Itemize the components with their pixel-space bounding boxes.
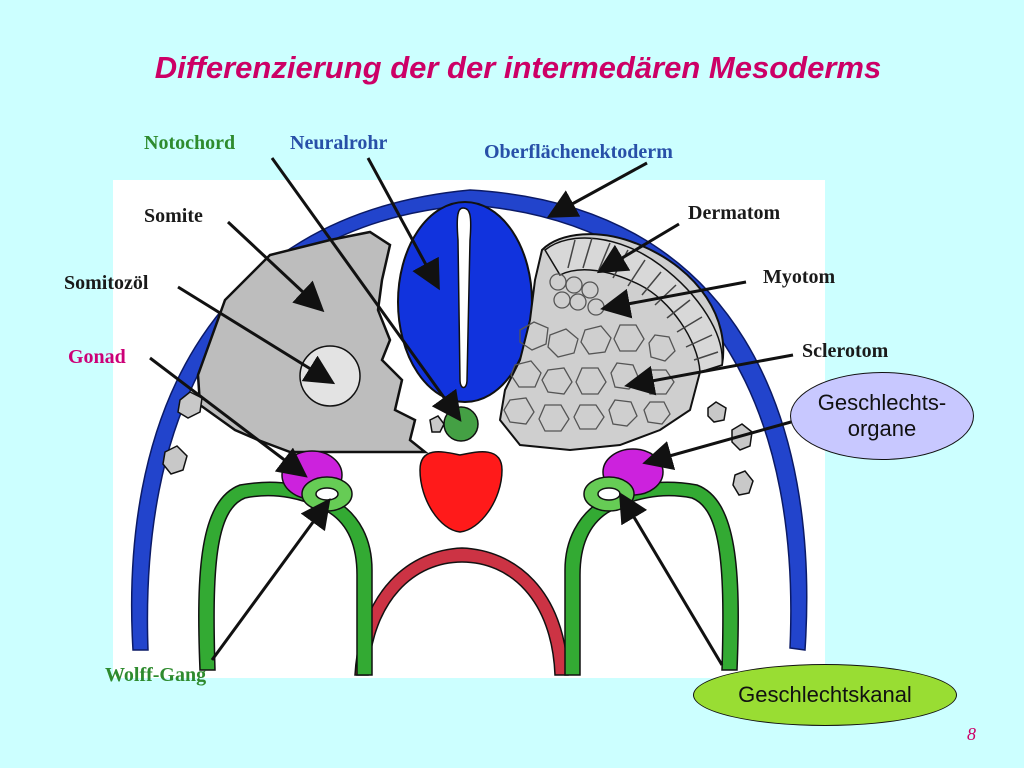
label-dermatom: Dermatom bbox=[688, 202, 781, 224]
leader-lines bbox=[149, 157, 794, 666]
arrow-sclerotom bbox=[624, 353, 794, 396]
label-notochord: Notochord bbox=[144, 132, 236, 154]
geschlechtskanal-label: Geschlechtskanal bbox=[738, 682, 912, 707]
label-somitozoel: Somitozöl bbox=[64, 272, 149, 294]
page-number: 8 bbox=[967, 724, 976, 744]
left-mesonephric-tissue bbox=[198, 481, 373, 676]
arrow-somite bbox=[226, 220, 325, 313]
arrow-myotom bbox=[600, 280, 747, 319]
label-gonad: Gonad bbox=[68, 346, 126, 368]
arrow-notochord bbox=[270, 157, 462, 422]
arrow-neuralrohr bbox=[366, 157, 440, 291]
geschlechtsorgane-line2: organe bbox=[847, 416, 917, 441]
right-wolff-duct-lumen bbox=[597, 487, 621, 501]
arrow-geschlechtsorgane bbox=[642, 420, 792, 470]
label-myotom: Myotom bbox=[763, 266, 836, 288]
label-wolff-gang: Wolff-Gang bbox=[105, 664, 207, 686]
geschlechtsorgane-bubble: Geschlechts- organe bbox=[790, 372, 974, 460]
label-sclerotom: Sclerotom bbox=[802, 340, 889, 362]
aorta bbox=[419, 451, 503, 533]
slide-title: Differenzierung der der intermedären Mes… bbox=[154, 50, 882, 85]
left-wolff-duct-lumen bbox=[315, 487, 339, 501]
left-somite bbox=[196, 230, 429, 454]
notochord bbox=[443, 406, 479, 442]
label-neuralrohr: Neuralrohr bbox=[290, 132, 388, 154]
arrow-geschlechtskanal bbox=[618, 491, 724, 666]
neural-canal bbox=[456, 207, 472, 389]
geschlechtskanal-bubble: Geschlechtskanal bbox=[693, 664, 957, 726]
mesenchyme-fragments bbox=[162, 391, 754, 496]
somitocoel bbox=[299, 345, 361, 407]
arrow-dermatom bbox=[596, 222, 680, 274]
arrow-somitozoel bbox=[177, 285, 336, 385]
label-oberflaechenektoderm: Oberflächenektoderm bbox=[484, 141, 673, 163]
arrow-oberflaechenektoderm bbox=[546, 161, 648, 218]
geschlechtsorgane-line1: Geschlechts- bbox=[817, 390, 947, 415]
arrow-gonad bbox=[149, 356, 308, 478]
label-somite: Somite bbox=[144, 205, 203, 227]
arrow-wolff-gang bbox=[210, 498, 331, 661]
sclerotome-cells bbox=[503, 273, 676, 432]
